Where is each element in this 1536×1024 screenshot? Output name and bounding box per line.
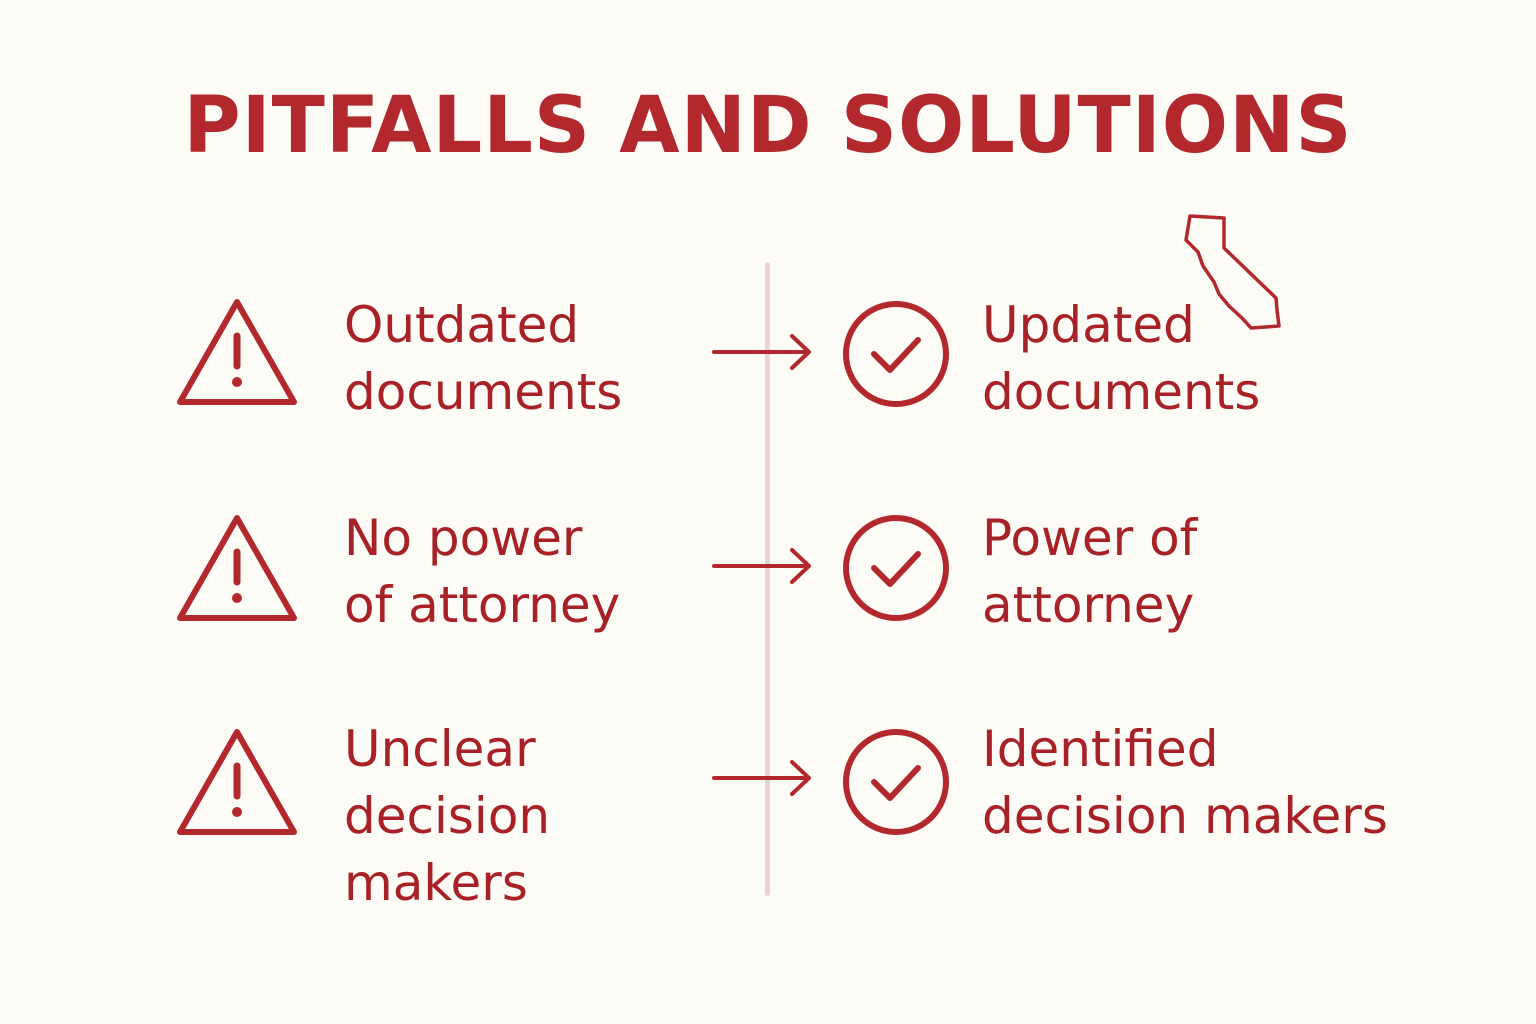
solution-line: documents bbox=[982, 363, 1261, 421]
pitfall-line: Unclear bbox=[344, 720, 536, 778]
solution-line: attorney bbox=[982, 576, 1195, 634]
solution-line: Identified bbox=[982, 720, 1219, 778]
pitfall-line: makers bbox=[344, 854, 528, 912]
page-title: PITFALLS AND SOLUTIONS bbox=[183, 81, 1353, 171]
check-circle-icon bbox=[843, 515, 949, 621]
solution-line: Power of bbox=[982, 509, 1198, 567]
check-circle-icon bbox=[843, 301, 949, 407]
check-circle-icon bbox=[843, 729, 949, 835]
pitfall-line: decision bbox=[344, 787, 551, 845]
pitfall-line: Outdated bbox=[344, 296, 580, 354]
pitfall-line: documents bbox=[344, 363, 623, 421]
pitfall-line: of attorney bbox=[344, 576, 621, 634]
solution-label-2: Power of attorney bbox=[982, 505, 1197, 639]
arrow-right-icon bbox=[712, 548, 811, 584]
warning-triangle-icon bbox=[177, 729, 297, 835]
solution-line: decision makers bbox=[982, 787, 1388, 845]
pitfall-line: No power bbox=[344, 509, 583, 567]
solution-label-3: Identified decision makers bbox=[982, 716, 1388, 850]
solution-label-1: Updated documents bbox=[982, 292, 1260, 426]
arrow-right-icon bbox=[712, 760, 811, 796]
warning-triangle-icon bbox=[177, 299, 297, 405]
warning-triangle-icon bbox=[177, 515, 297, 621]
california-outline-icon bbox=[1184, 214, 1281, 330]
pitfall-label-2: No power of attorney bbox=[344, 505, 620, 639]
pitfall-label-3: Unclear decision makers bbox=[344, 716, 550, 917]
arrow-right-icon bbox=[712, 334, 811, 370]
pitfall-label-1: Outdated documents bbox=[344, 292, 622, 426]
center-divider bbox=[765, 262, 770, 896]
solution-line: Updated bbox=[982, 296, 1195, 354]
